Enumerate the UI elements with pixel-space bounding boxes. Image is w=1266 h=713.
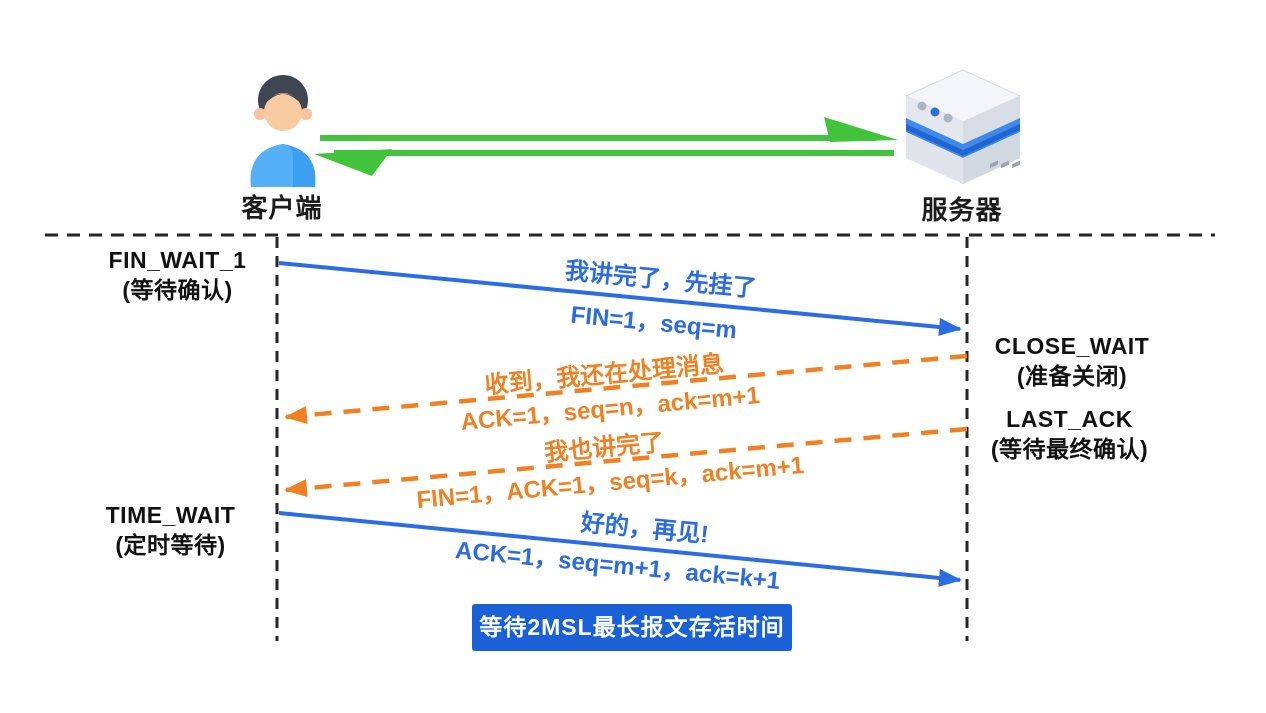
person-ear-right [300, 108, 312, 120]
green-exchange-arrows [314, 117, 898, 176]
person-ear-left [254, 108, 266, 120]
server-light-1 [917, 101, 927, 111]
server-right-face [963, 96, 1020, 144]
server-label: 服务器 [921, 195, 1003, 225]
state-desc: (等待最终确认) [990, 436, 1149, 462]
state-fin-wait-1: FIN_WAIT_1 (等待确认) [75, 245, 280, 305]
state-name: LAST_ACK [1006, 406, 1133, 432]
server-blue-band-dark [906, 124, 1020, 156]
2msl-wait-badge: 等待2MSL最长报文存活时间 [472, 604, 792, 651]
green-arrow-left-line [334, 150, 894, 156]
state-name: TIME_WAIT [105, 502, 236, 528]
server-light-3 [943, 113, 953, 123]
state-time-wait: TIME_WAIT (定时等待) [68, 500, 273, 560]
green-arrow-left-head [314, 149, 392, 176]
state-name: FIN_WAIT_1 [108, 247, 247, 273]
green-arrow-right-head [824, 117, 898, 142]
green-arrow-right-line [320, 135, 876, 141]
person-fringe [261, 93, 305, 108]
client-person-icon [250, 75, 316, 187]
state-last-ack: LAST_ACK (等待最终确认) [962, 404, 1177, 464]
state-desc: (准备关闭) [1016, 363, 1128, 389]
person-face [264, 93, 302, 131]
arrow-fin-client-to-server [278, 261, 962, 336]
client-label: 客户端 [241, 193, 323, 223]
state-name: CLOSE_WAIT [994, 333, 1150, 359]
state-desc: (等待确认) [122, 277, 233, 303]
server-light-2 [930, 107, 940, 117]
person-body-highlight [250, 144, 293, 187]
state-close-wait: CLOSE_WAIT (准备关闭) [972, 331, 1172, 391]
server-base-right [963, 132, 1020, 184]
state-desc: (定时等待) [115, 532, 226, 558]
arrow-ack-client-to-server [278, 511, 962, 587]
server-vents [990, 160, 1020, 169]
server-icon [904, 69, 1022, 184]
